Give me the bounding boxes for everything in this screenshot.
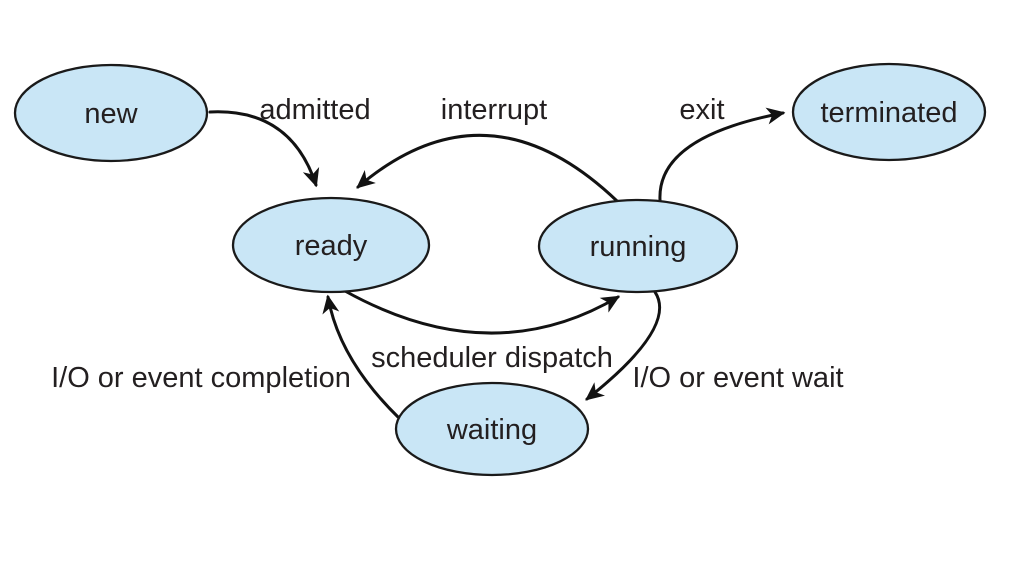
transition-io-event-completion-arrow [322, 294, 400, 419]
transition-admitted-label: admitted [259, 94, 370, 126]
state-waiting-ellipse [394, 381, 590, 477]
transition-interrupt-label: interrupt [441, 94, 547, 126]
transition-exit-arrow [658, 107, 786, 202]
state-waiting-label: waiting [446, 414, 537, 446]
transition-io-event-wait-arrow [585, 290, 662, 401]
state-running-ellipse [537, 198, 739, 294]
transition-scheduler-dispatch-arrow [343, 289, 621, 335]
state-terminated: terminated [791, 62, 987, 162]
transition-interrupt-arrow [356, 133, 619, 203]
state-new-label: new [84, 98, 138, 130]
state-waiting: waiting [394, 381, 590, 477]
state-running-label: running [590, 231, 687, 263]
transition-exit-label: exit [679, 94, 724, 126]
state-terminated-label: terminated [820, 97, 957, 129]
state-terminated-ellipse [791, 62, 987, 162]
transition-scheduler-dispatch-label: scheduler dispatch [371, 342, 613, 374]
state-new: new [13, 63, 209, 163]
state-new-ellipse [13, 63, 209, 163]
state-ready-ellipse [231, 196, 431, 294]
state-ready-label: ready [295, 230, 368, 262]
transition-io-event-completion-label: I/O or event completion [51, 362, 351, 394]
transition-io-event-wait-label: I/O or event wait [632, 362, 843, 394]
transition-admitted-arrow [208, 110, 320, 188]
state-running: running [537, 198, 739, 294]
state-ready: ready [231, 196, 431, 294]
